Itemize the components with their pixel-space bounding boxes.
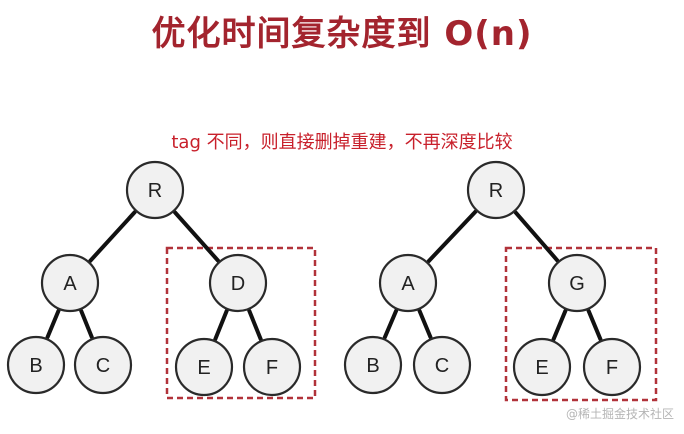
- node-R: R: [466, 160, 526, 220]
- node-F: F: [242, 337, 302, 397]
- node-label-B: B: [29, 355, 42, 377]
- node-circle-B: [343, 335, 403, 395]
- node-B: B: [6, 335, 66, 395]
- watermark: @稀土掘金技术社区: [565, 407, 674, 421]
- tree-2: R A G B C E F: [343, 160, 658, 402]
- node-A: A: [40, 253, 100, 313]
- edge-R-D: [172, 210, 221, 263]
- node-circle-F: [582, 337, 642, 397]
- node-label-G: G: [569, 273, 585, 295]
- slide-subtitle: tag 不同，则直接删掉重建，不再深度比较: [171, 132, 513, 153]
- node-A: A: [378, 253, 438, 313]
- edge-D-E: [213, 308, 229, 342]
- node-F: F: [582, 337, 642, 397]
- node-label-A: A: [401, 273, 415, 295]
- node-B: B: [343, 335, 403, 395]
- node-circle-A: [378, 253, 438, 313]
- edge-G-F: [586, 308, 603, 342]
- edge-G-E: [551, 308, 568, 342]
- edge-R-G: [513, 210, 560, 263]
- node-label-F: F: [266, 357, 278, 379]
- node-label-R: R: [148, 180, 162, 202]
- edge-A-B: [45, 308, 61, 340]
- node-label-F: F: [606, 357, 618, 379]
- node-label-R: R: [489, 180, 503, 202]
- node-label-C: C: [96, 355, 110, 377]
- node-D: D: [208, 253, 268, 313]
- edge-R-A: [88, 210, 137, 263]
- highlight-box-D: [165, 246, 317, 400]
- node-label-A: A: [63, 273, 77, 295]
- node-R: R: [125, 160, 185, 220]
- edge-D-F: [247, 308, 263, 342]
- node-circle-G: [547, 253, 607, 313]
- node-circle-F: [242, 337, 302, 397]
- edge-R-A: [426, 209, 478, 264]
- node-circle-C: [73, 335, 133, 395]
- node-circle-D: [208, 253, 268, 313]
- edge-A-C: [417, 308, 433, 340]
- node-circle-B: [6, 335, 66, 395]
- node-E: E: [512, 337, 572, 397]
- node-C: C: [412, 335, 472, 395]
- node-label-E: E: [197, 357, 210, 379]
- node-label-D: D: [231, 273, 245, 295]
- node-C: C: [73, 335, 133, 395]
- node-circle-A: [40, 253, 100, 313]
- slide-title: 优化时间复杂度到 O(n): [151, 14, 533, 54]
- tree-1: R A D B C E F: [6, 160, 317, 400]
- node-circle-E: [174, 337, 234, 397]
- edge-A-B: [382, 308, 399, 340]
- node-circle-E: [512, 337, 572, 397]
- node-E: E: [174, 337, 234, 397]
- node-label-E: E: [535, 357, 548, 379]
- node-circle-R: [466, 160, 526, 220]
- edge-A-C: [79, 308, 94, 340]
- node-G: G: [547, 253, 607, 313]
- node-label-B: B: [366, 355, 379, 377]
- node-circle-C: [412, 335, 472, 395]
- node-circle-R: [125, 160, 185, 220]
- highlight-box-G: [504, 246, 658, 402]
- node-label-C: C: [435, 355, 449, 377]
